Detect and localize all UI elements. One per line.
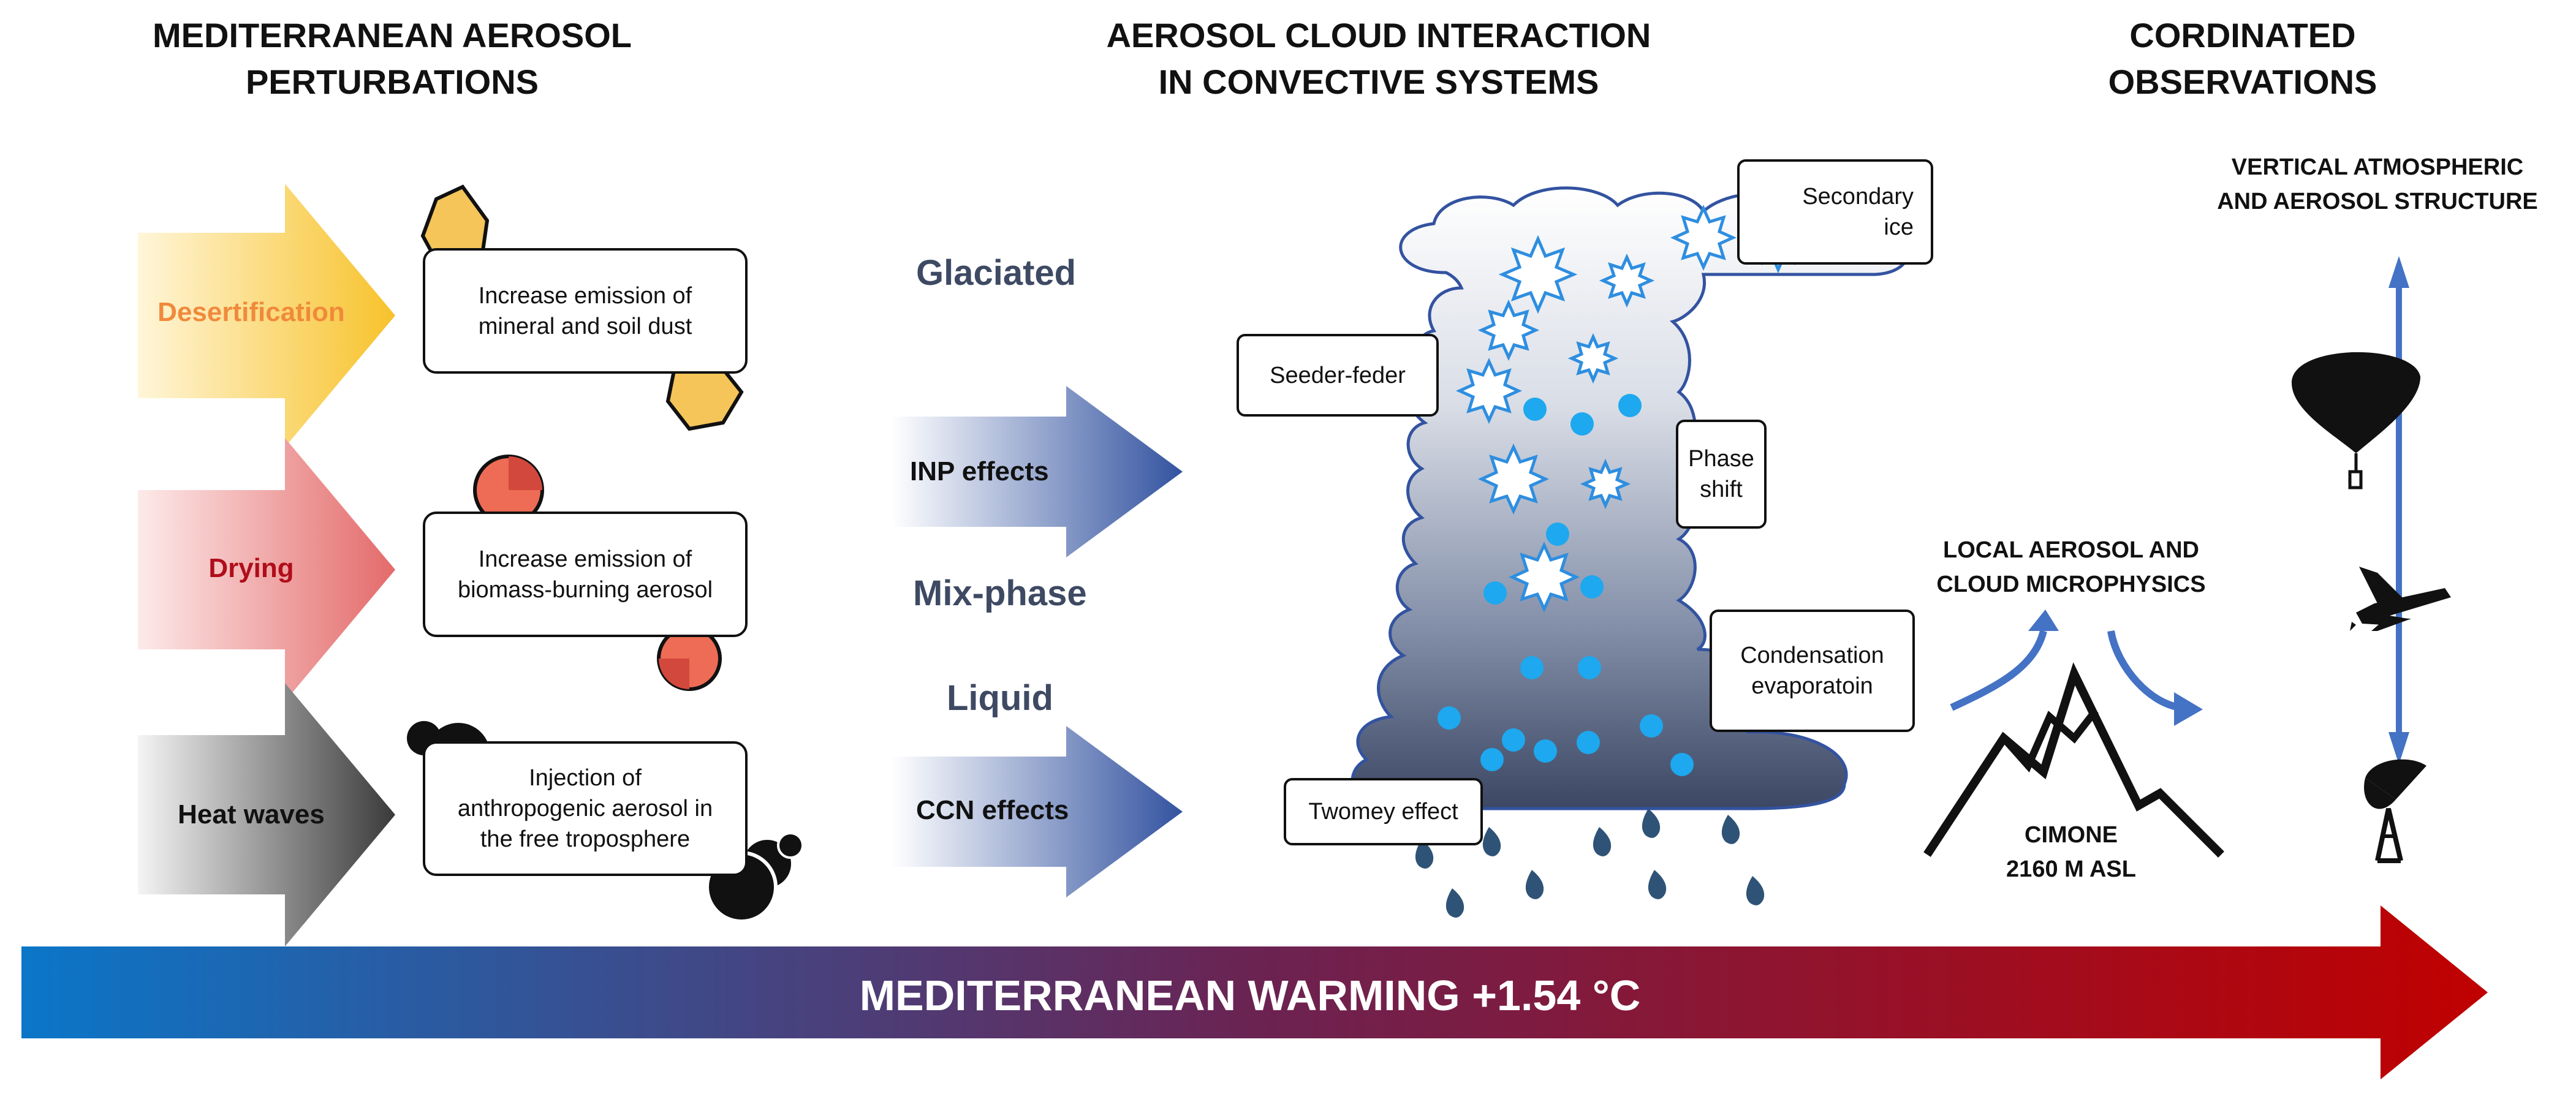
ccn-effects-label: CCN effects	[916, 795, 1069, 825]
drying-label: Drying	[208, 553, 294, 583]
heat-waves-arrow	[138, 683, 395, 946]
center-column-title: AEROSOL CLOUD INTERACTION IN CONVECTIVE …	[1106, 16, 1651, 101]
weather-balloon-icon	[2292, 352, 2420, 489]
radar-icon	[2364, 759, 2426, 863]
vertical-structure-label: VERTICAL ATMOSPHERIC AND AEROSOL STRUCTU…	[2217, 154, 2538, 214]
liquid-label: Liquid	[947, 678, 1053, 718]
dust-emission-box: Increase emission of mineral and soil du…	[423, 248, 748, 374]
desertification-arrow	[138, 184, 395, 447]
mountain-icon	[1923, 662, 2224, 858]
local-microphysics-label: LOCAL AEROSOL AND CLOUD MICROPHYSICS	[1936, 537, 2206, 597]
inp-effects-label: INP effects	[910, 456, 1049, 486]
mix-phase-label: Mix-phase	[913, 573, 1087, 613]
airplane-icon	[2350, 567, 2451, 631]
right-column-title: CORDINATED OBSERVATIONS	[2108, 16, 2377, 101]
biomass-emission-box: Increase emission of biomass-burning aer…	[423, 512, 748, 637]
biomass-particle-icon	[473, 455, 722, 691]
warming-arrow	[21, 905, 2488, 1079]
heat-waves-label: Heat waves	[178, 799, 325, 829]
twomey-effect-box: Twomey effect	[1284, 778, 1483, 845]
glaciated-label: Glaciated	[916, 253, 1077, 293]
phase-shift-box: Phase shift	[1676, 420, 1767, 529]
airflow-arrows	[1950, 610, 2203, 726]
ccn-effects-arrow	[892, 726, 1183, 897]
secondary-ice-box: Secondary ice	[1737, 159, 1933, 265]
condensation-box: Condensation evaporatoin	[1710, 610, 1915, 732]
anthropogenic-injection-box: Injection of anthropogenic aerosol in th…	[423, 741, 748, 876]
droplet-icons	[1438, 394, 1694, 776]
left-column-title: MEDITERRANEAN AEROSOL PERTURBATIONS	[153, 16, 632, 101]
drying-arrow	[138, 438, 395, 701]
seeder-feeder-box: Seeder-feder	[1237, 334, 1439, 417]
vertical-profile-axis	[2388, 256, 2409, 765]
rain-icons	[1415, 809, 1765, 918]
inp-effects-arrow	[892, 386, 1183, 557]
warming-label: MEDITERRANEAN WARMING +1.54 °C	[859, 972, 1641, 1019]
station-label: CIMONE 2160 M ASL	[2006, 822, 2136, 882]
desertification-label: Desertification	[157, 297, 345, 327]
